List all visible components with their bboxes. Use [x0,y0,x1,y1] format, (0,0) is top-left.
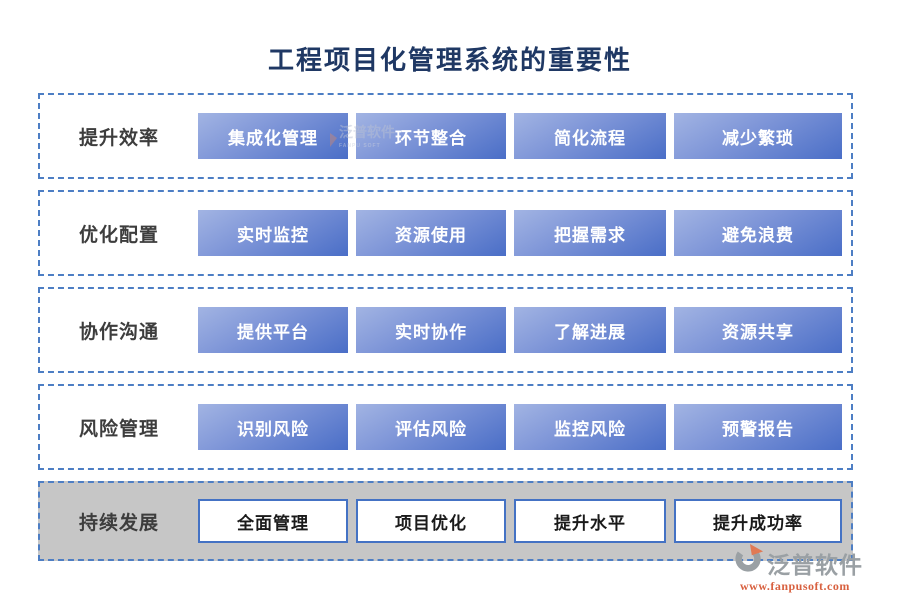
item-chip: 环节整合 [356,113,506,159]
row-label: 优化配置 [78,224,159,246]
page-title: 工程项目化管理系统的重要性 [267,46,632,75]
item-chip: 减少繁琐 [674,113,842,159]
fanpu-logo: 泛普软件 www.fanpusoft.com [734,543,892,594]
item-chip: 全面管理 [198,499,348,543]
row-collaboration: 协作沟通 提供平台 实时协作 了解进展 资源共享 [38,287,853,373]
fanpu-logo-icon [734,543,764,578]
row-sustainable-development: 持续发展 全面管理 项目优化 提升水平 提升成功率 [38,481,853,561]
item-chip: 识别风险 [198,404,348,450]
row-items: 集成化管理 环节整合 简化流程 减少繁琐 [198,113,842,159]
row-items: 全面管理 项目优化 提升水平 提升成功率 [198,499,842,543]
row-label: 风险管理 [78,418,159,440]
row-optimize-allocation: 优化配置 实时监控 资源使用 把握需求 避免浪费 [38,190,853,276]
item-chip: 实时监控 [198,210,348,256]
fanpu-logo-url: www.fanpusoft.com [740,579,850,593]
item-chip: 实时协作 [356,307,506,353]
item-chip: 监控风险 [514,404,666,450]
item-chip: 资源使用 [356,210,506,256]
row-label: 提升效率 [78,127,159,149]
row-items: 提供平台 实时协作 了解进展 资源共享 [198,307,842,353]
item-chip: 预警报告 [674,404,842,450]
fanpu-logo-name: 泛普软件 [767,553,863,578]
item-chip: 避免浪费 [674,210,842,256]
item-chip: 简化流程 [514,113,666,159]
item-chip: 把握需求 [514,210,666,256]
row-items: 识别风险 评估风险 监控风险 预警报告 [198,404,842,450]
category-rows: 提升效率 集成化管理 环节整合 简化流程 减少繁琐 优化配置 实时监控 资源使用… [38,93,853,572]
item-chip: 项目优化 [356,499,506,543]
item-chip: 集成化管理 [198,113,348,159]
row-improve-efficiency: 提升效率 集成化管理 环节整合 简化流程 减少繁琐 [38,93,853,179]
item-chip: 提供平台 [198,307,348,353]
row-risk-management: 风险管理 识别风险 评估风险 监控风险 预警报告 [38,384,853,470]
item-chip: 资源共享 [674,307,842,353]
row-label: 协作沟通 [78,321,159,343]
item-chip: 提升成功率 [674,499,842,543]
item-chip: 评估风险 [356,404,506,450]
item-chip: 提升水平 [514,499,666,543]
row-items: 实时监控 资源使用 把握需求 避免浪费 [198,210,842,256]
item-chip: 了解进展 [514,307,666,353]
row-label: 持续发展 [78,512,159,534]
